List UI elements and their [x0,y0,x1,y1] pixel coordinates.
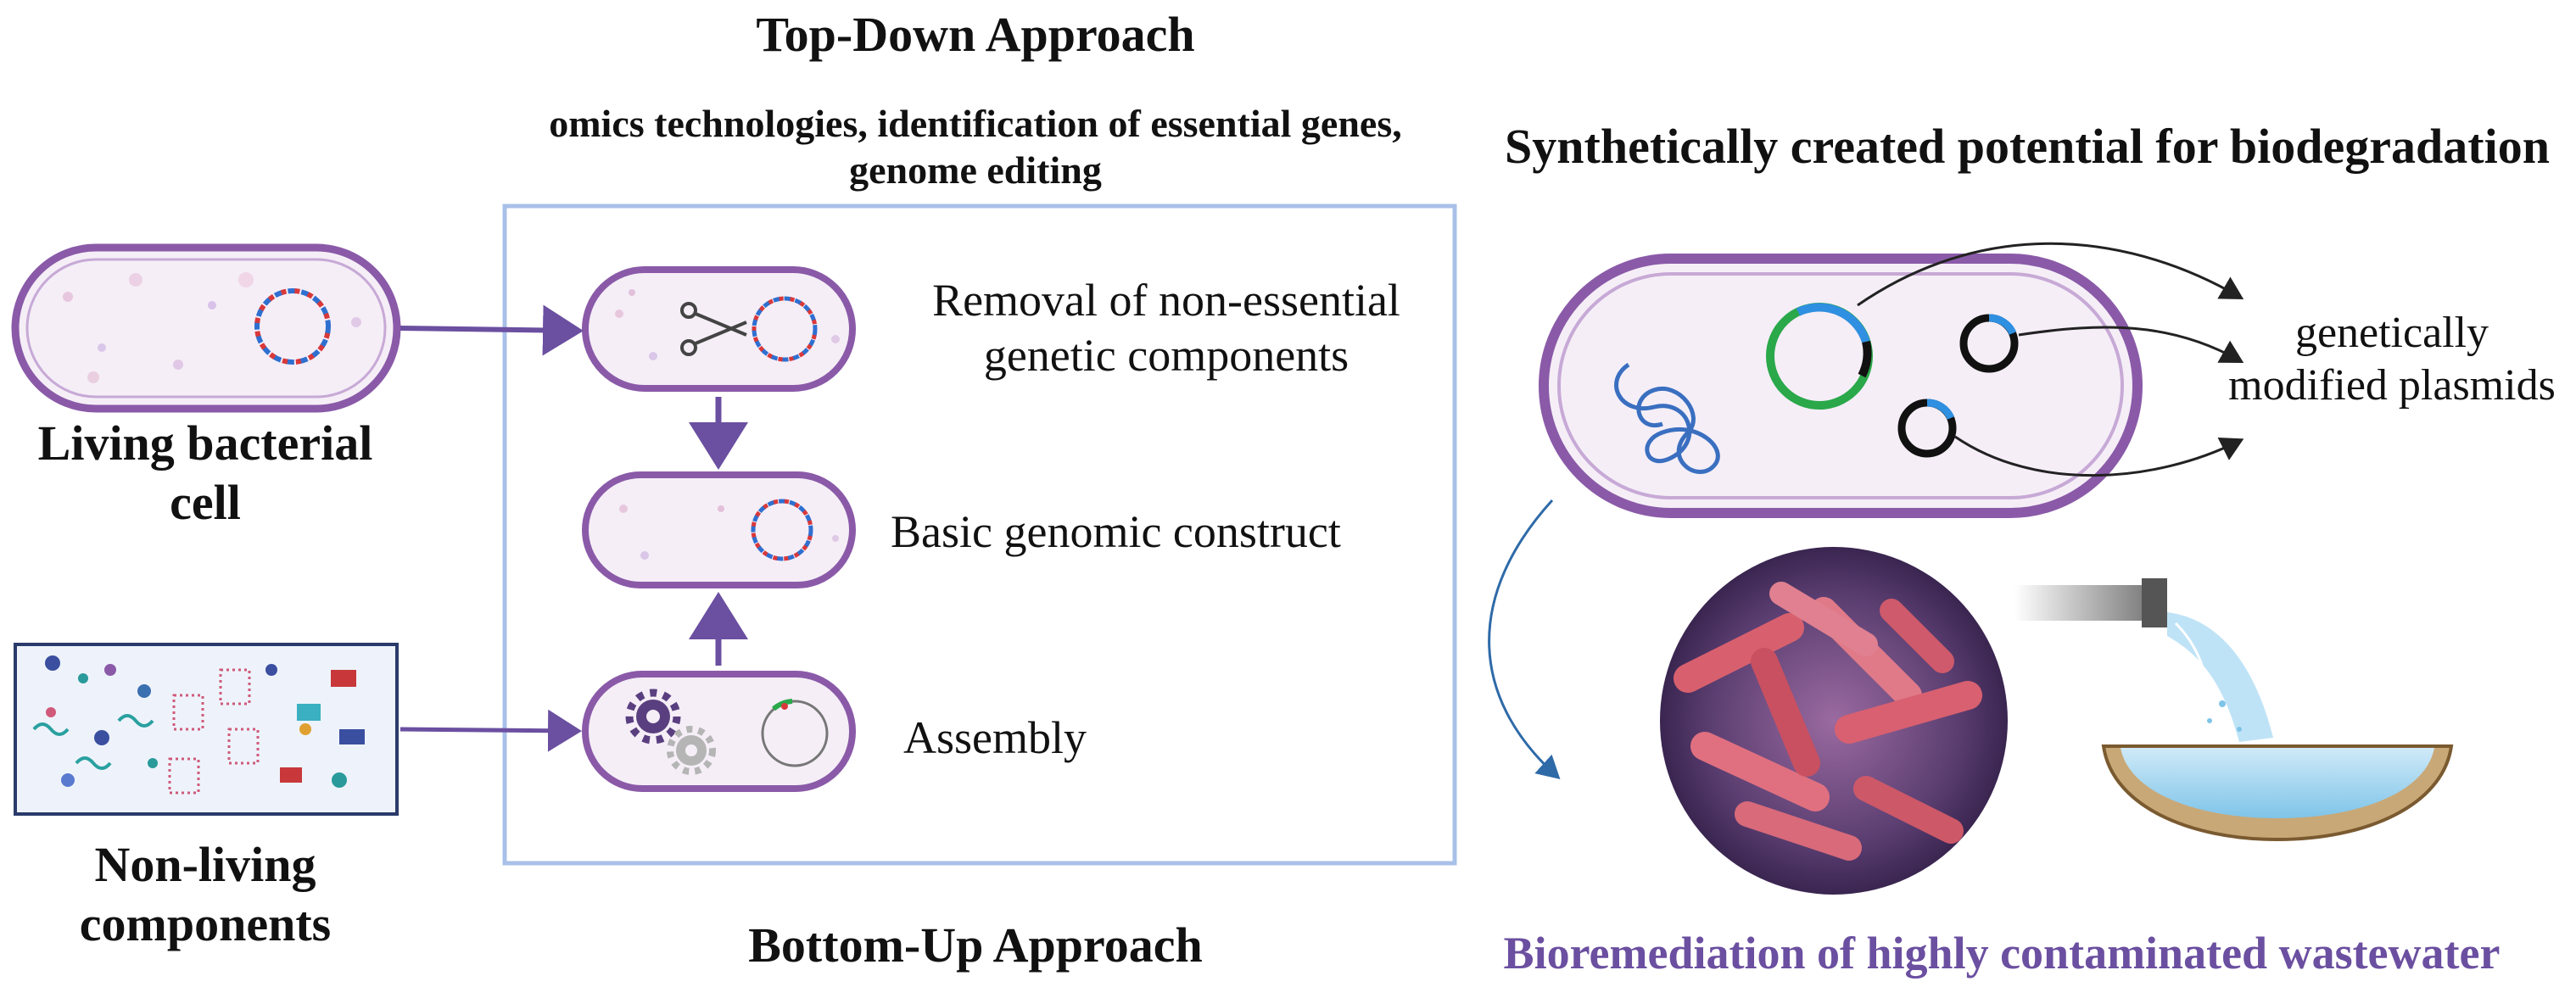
step-removal-label: Removal of non-essential genetic compone… [932,275,1400,381]
gear-icon [625,689,681,744]
top-down-title: Top-Down Approach [756,7,1195,62]
arrow-nonliving-to-assembly [400,709,582,752]
cell-basic-construct [582,471,856,588]
bottom-up-title: Bottom-Up Approach [748,917,1203,973]
wastewater-pipe [2014,578,2273,742]
biodegradation-title: Synthetically created potential for biod… [1505,119,2550,174]
cell-assembly [582,671,856,792]
cell-removal [582,266,856,392]
arrow-plasmid-large [1857,242,2244,307]
plasmids-label: genetically modified plasmids [2228,309,2556,410]
non-living-components-box [14,643,399,816]
gear-icon [667,726,716,775]
living-bacterial-cell [11,243,401,413]
water-basin [2101,744,2454,842]
top-down-methods: omics technologies, identification of es… [549,102,1402,192]
bacteria-micrograph [1660,547,2008,895]
step-assembly-label: Assembly [903,712,1087,763]
chromosome-dna [1614,362,1720,474]
engineered-bacterium [1539,254,2143,518]
arrow-to-bioremediation [1488,499,1561,780]
step-basic-label: Basic genomic construct [891,506,1341,557]
arrow-plasmid-small-2 [1954,435,2244,477]
arrow-plasmid-small-1 [2018,326,2244,363]
scissors-icon [680,302,747,356]
non-living-label: Non-living components [79,837,332,951]
approach-frame [502,204,1457,866]
arrow-living-to-removal [400,304,584,356]
bioremediation-label: Bioremediation of highly contaminated wa… [1503,928,2501,979]
living-cell-label: Living bacterial cell [37,415,373,530]
